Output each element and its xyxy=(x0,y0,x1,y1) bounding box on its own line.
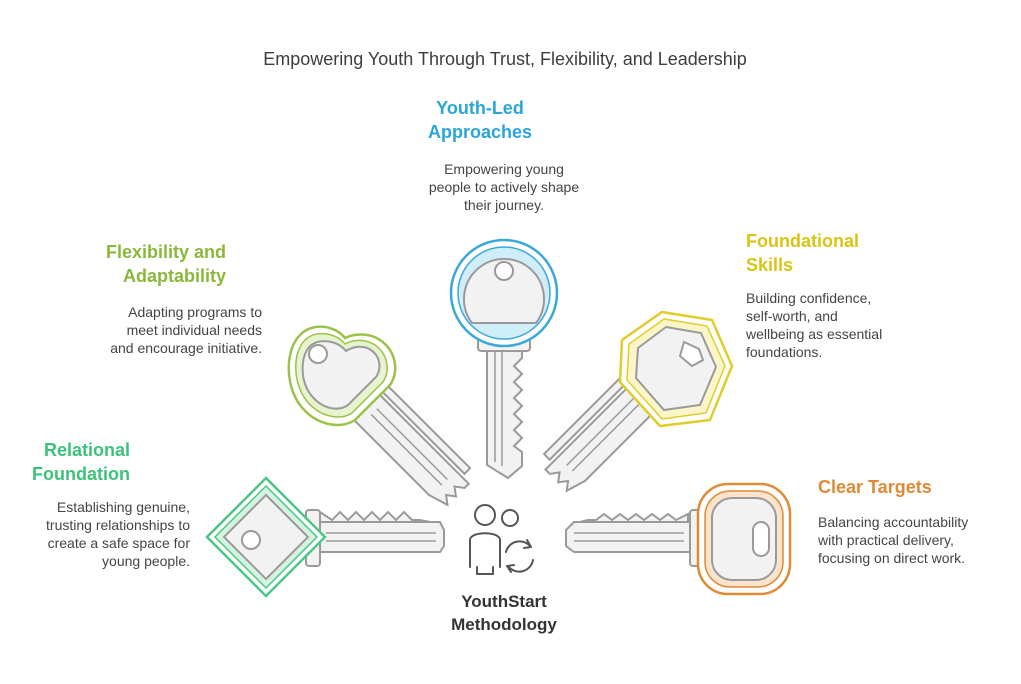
key-foundational xyxy=(542,310,734,493)
key-flexibility xyxy=(287,325,472,507)
people-cycle-icon xyxy=(469,504,534,575)
description-youth-led: Empowering young people to actively shap… xyxy=(428,161,580,213)
key-clear-targets xyxy=(565,482,792,596)
key-youth-led xyxy=(449,238,559,480)
heading-youth-led: Youth-Led Approaches xyxy=(427,98,533,142)
description-flexibility: Adapting programs to meet individual nee… xyxy=(110,304,262,356)
description-clear-targets: Balancing accountability with practical … xyxy=(818,514,969,566)
description-relational: Establishing genuine, trusting relations… xyxy=(46,499,190,569)
heading-relational: Relational Foundation xyxy=(32,440,130,484)
heading-foundational: Foundational Skills xyxy=(746,231,859,275)
key-relational xyxy=(205,476,445,598)
heading-flexibility: Flexibility and Adaptability xyxy=(105,242,226,286)
heading-clear-targets: Clear Targets xyxy=(818,477,932,497)
diagram-title: Empowering Youth Through Trust, Flexibil… xyxy=(263,49,747,69)
description-foundational: Building confidence, self-worth, and wel… xyxy=(746,290,883,360)
center-label: YouthStart Methodology xyxy=(451,592,557,634)
